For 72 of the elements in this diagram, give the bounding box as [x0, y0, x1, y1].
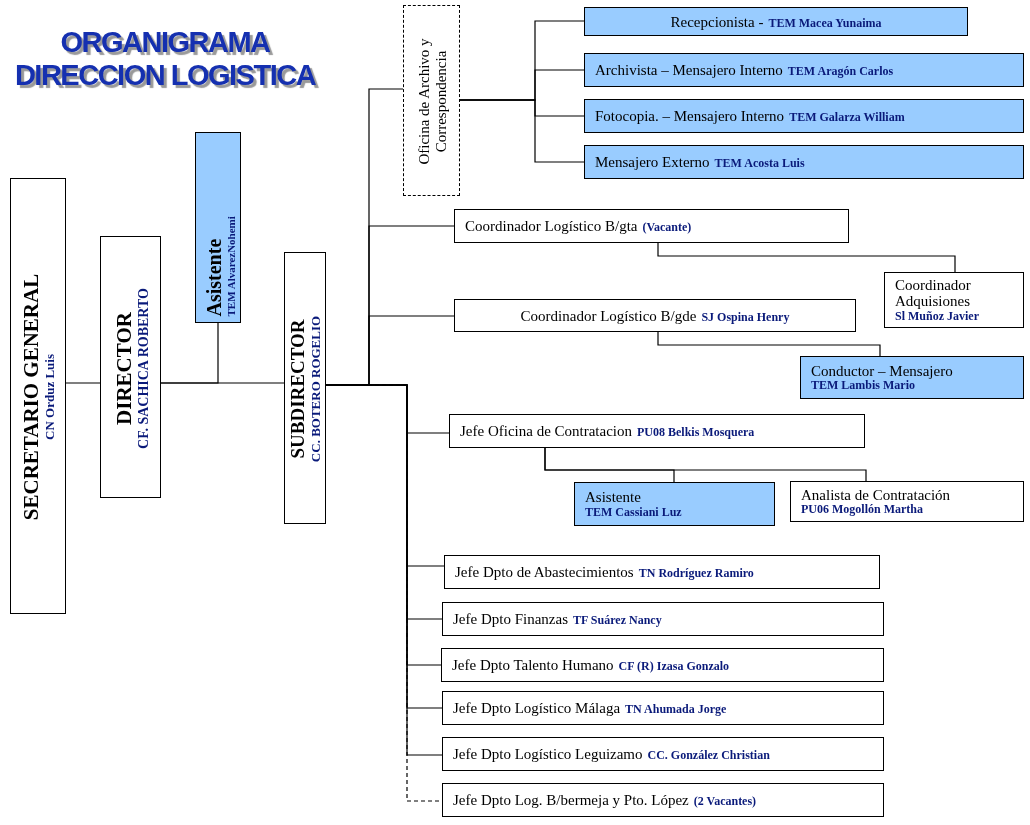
position-box — [444, 555, 880, 589]
highlighted-position-box — [584, 99, 1024, 133]
person-name: CN Orduz Luis — [43, 353, 58, 442]
person-name: PU08 Belkis Mosquera — [637, 425, 755, 439]
position-title: Conductor – Mensajero — [811, 362, 954, 380]
person-name: TEM AlvarezNohemi — [223, 214, 237, 316]
person-name: CF. SACHICA ROBERTO — [135, 286, 151, 451]
position-title: Jefe Dpto Talento Humano — [452, 657, 614, 673]
highlighted-position-box — [584, 53, 1024, 87]
person-name: TEM Macea Yunaima — [768, 15, 882, 30]
position-box — [454, 299, 856, 332]
position-title: Jefe Oficina de Contratacion — [460, 423, 632, 439]
person-name: PU06 Mogollón Martha — [801, 503, 924, 517]
connector-line — [160, 322, 219, 384]
person-name: (2 Vacantes) — [693, 794, 757, 808]
position-box — [284, 252, 326, 524]
position-box — [10, 178, 66, 614]
position-title: Recepcionista - — [670, 13, 764, 30]
position-title: SECRETARIO GENERAL — [20, 272, 44, 523]
person-name: TEM Lambis Mario — [811, 379, 915, 393]
position-title: SUBDIRECTOR — [288, 318, 310, 461]
position-title: Archivista – Mensajero Interno — [595, 62, 783, 78]
position-box — [442, 691, 884, 725]
position-title: DIRECTOR — [112, 310, 136, 427]
position-box — [100, 236, 161, 498]
position-title: Jefe Dpto Logístico Leguizamo — [453, 746, 643, 762]
position-title: Oficina de Archivo y Correspondencia — [416, 37, 449, 167]
position-title: Coordinador Logístico B/gde — [520, 307, 697, 324]
person-name: TEM Acosta Luis — [714, 156, 805, 170]
position-title: Fotocopia. – Mensajero Interno — [595, 108, 785, 124]
position-box — [442, 783, 884, 817]
highlighted-position-box — [584, 145, 1024, 179]
connector-line — [657, 242, 956, 273]
position-title: Asistente — [201, 237, 224, 316]
person-name: TEM Cassiani Luz — [585, 505, 683, 519]
position-box — [454, 209, 849, 243]
position-title: Jefe Dpto Log. B/bermeja y Pto. López — [453, 792, 689, 808]
position-box — [449, 414, 865, 448]
position-box — [442, 602, 884, 636]
person-name: (Vacante) — [642, 220, 692, 234]
position-title: Coordinador Logístico B/gta — [465, 218, 638, 234]
position-box — [790, 481, 1024, 522]
highlighted-position-box — [584, 7, 968, 36]
connector-line — [65, 382, 101, 384]
position-title: Coordinador Adquisiones — [895, 276, 972, 310]
person-name: TEM Galarza William — [789, 110, 905, 124]
connector-line — [657, 331, 881, 357]
highlighted-position-box — [195, 132, 241, 323]
position-box — [441, 648, 884, 682]
person-name: CC. González Christian — [647, 748, 770, 762]
position-title: Jefe Dpto de Abastecimientos — [455, 564, 634, 580]
person-name: TEM Aragón Carlos — [787, 64, 894, 78]
person-name: Sl Muñoz Javier — [895, 309, 980, 324]
person-name: CF (R) Izasa Gonzalo — [618, 659, 730, 673]
chart-title: ORGANIGRAMA DIRECCION LOGISTICA — [13, 26, 317, 93]
person-name: TF Suárez Nancy — [572, 613, 662, 627]
position-title: Jefe Dpto Finanzas — [453, 611, 568, 627]
person-name: SJ Ospina Henry — [701, 309, 790, 324]
connector-line — [459, 99, 585, 163]
position-box — [884, 272, 1024, 328]
position-box — [442, 737, 884, 771]
highlighted-position-box — [574, 482, 775, 526]
highlighted-position-box — [800, 356, 1024, 399]
person-name: CC. BOTERO ROGELIO — [309, 314, 324, 465]
position-title: Mensajero Externo — [595, 154, 710, 170]
person-name: TN Ahumada Jorge — [625, 702, 727, 716]
person-name: TN Rodríguez Ramiro — [638, 566, 754, 580]
office-box — [403, 5, 460, 196]
position-title: Analista de Contratación — [801, 486, 952, 504]
connector-line — [544, 447, 867, 482]
position-title: Jefe Dpto Logístico Málaga — [453, 700, 621, 716]
position-title: Asistente — [585, 489, 642, 506]
